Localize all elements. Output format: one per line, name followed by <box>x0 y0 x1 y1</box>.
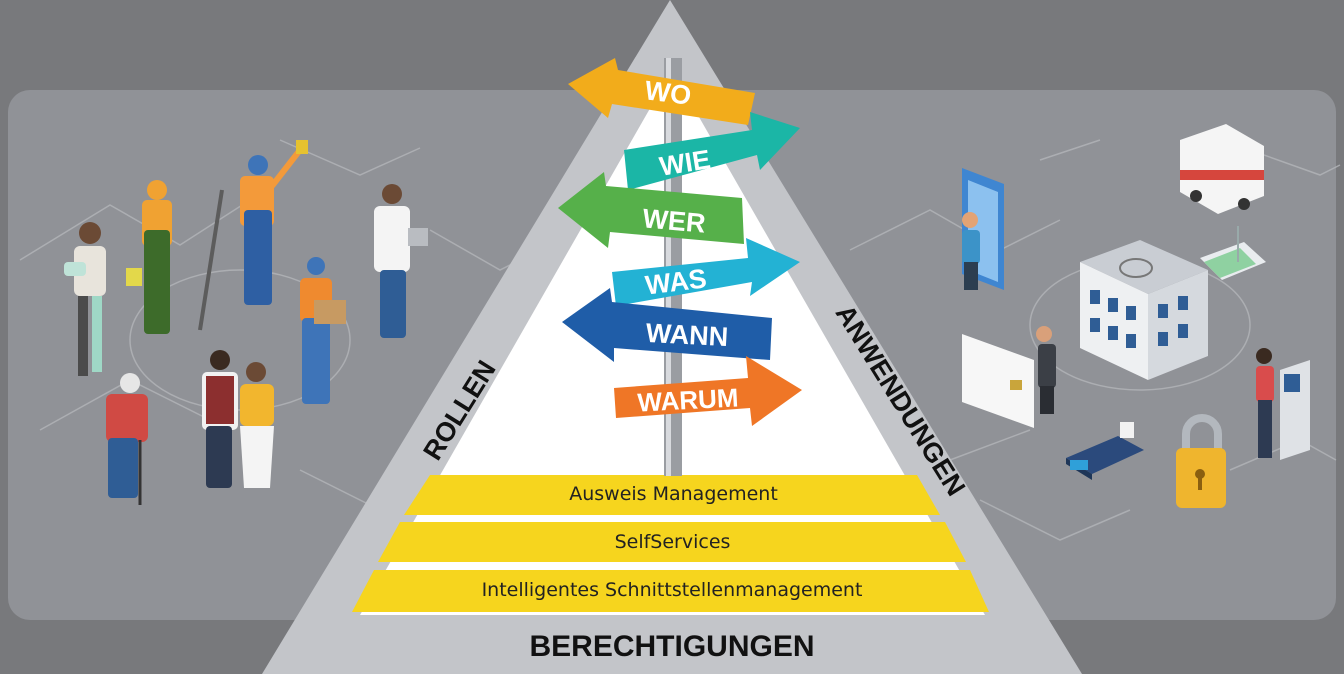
elderly-man-icon <box>106 373 148 505</box>
ambulance-icon <box>1180 124 1264 214</box>
sign-wie <box>624 112 800 190</box>
hospital-bed-icon <box>1200 226 1266 280</box>
layer-label-selfservices: SelfServices <box>614 531 731 553</box>
delivery-worker-icon <box>300 257 346 404</box>
layer-band-1 <box>404 475 940 515</box>
id-card-icon <box>962 326 1056 428</box>
man-icon <box>202 350 238 488</box>
layer-label-schnittstellen: Intelligentes Schnittstellenmanagement <box>481 579 863 601</box>
construction-worker-icon <box>126 180 172 334</box>
door-access-icon <box>962 168 1004 290</box>
doctor-icon <box>374 184 428 338</box>
padlock-icon <box>1176 414 1226 508</box>
sign-wo <box>568 58 755 125</box>
woman-icon <box>240 362 274 488</box>
layer-label-ausweis: Ausweis Management <box>569 483 778 505</box>
hospital-building-icon <box>1080 240 1208 380</box>
painter-icon <box>198 140 308 331</box>
sign-wann <box>562 288 772 362</box>
injured-person-icon <box>64 222 106 376</box>
layer-band-3 <box>352 570 989 612</box>
sign-was <box>612 238 800 306</box>
sign-warum <box>614 356 802 426</box>
label-berechtigungen: BERECHTIGUNGEN <box>529 630 815 663</box>
sign-wer <box>558 172 744 248</box>
card-terminal-icon <box>1066 422 1144 480</box>
kiosk-icon <box>1256 348 1310 460</box>
layer-band-2 <box>378 522 966 562</box>
